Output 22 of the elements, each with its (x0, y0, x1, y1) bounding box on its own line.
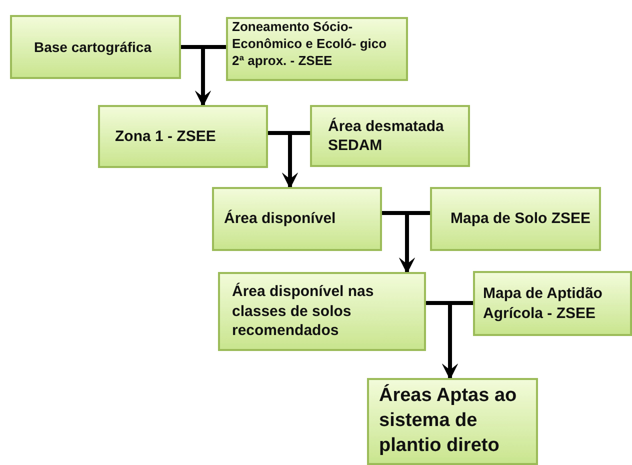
process-box (218, 272, 426, 351)
box-text: Mapa de Solo ZSEE (449, 209, 592, 229)
arrow (399, 211, 430, 274)
process-box (98, 105, 268, 168)
process-box (10, 15, 181, 79)
process-box (367, 378, 538, 465)
box-text: Área disponível nas classes de solos recomendados (232, 282, 375, 341)
process-box (212, 187, 382, 251)
arrow (282, 131, 310, 189)
process-box (226, 17, 408, 81)
box-text: Área desmatada SEDAM (328, 116, 445, 156)
box-text: Zona 1 - ZSEE (115, 126, 217, 146)
arrow (442, 301, 473, 380)
box-text: Área disponível (224, 209, 337, 229)
process-box (430, 187, 601, 251)
box-text: Mapa de Aptidão Agrícola - ZSEE (483, 284, 604, 323)
box-text: Zoneamento Sócio- Econômico e Ecoló- gico 2ª aprox. - ZSEE (232, 19, 388, 70)
arrow (195, 45, 226, 107)
process-box (473, 271, 632, 336)
box-text: Áreas Aptas ao sistema de plantio direto (379, 384, 518, 458)
box-text: Base cartográfica (34, 38, 153, 56)
process-box (310, 105, 470, 167)
